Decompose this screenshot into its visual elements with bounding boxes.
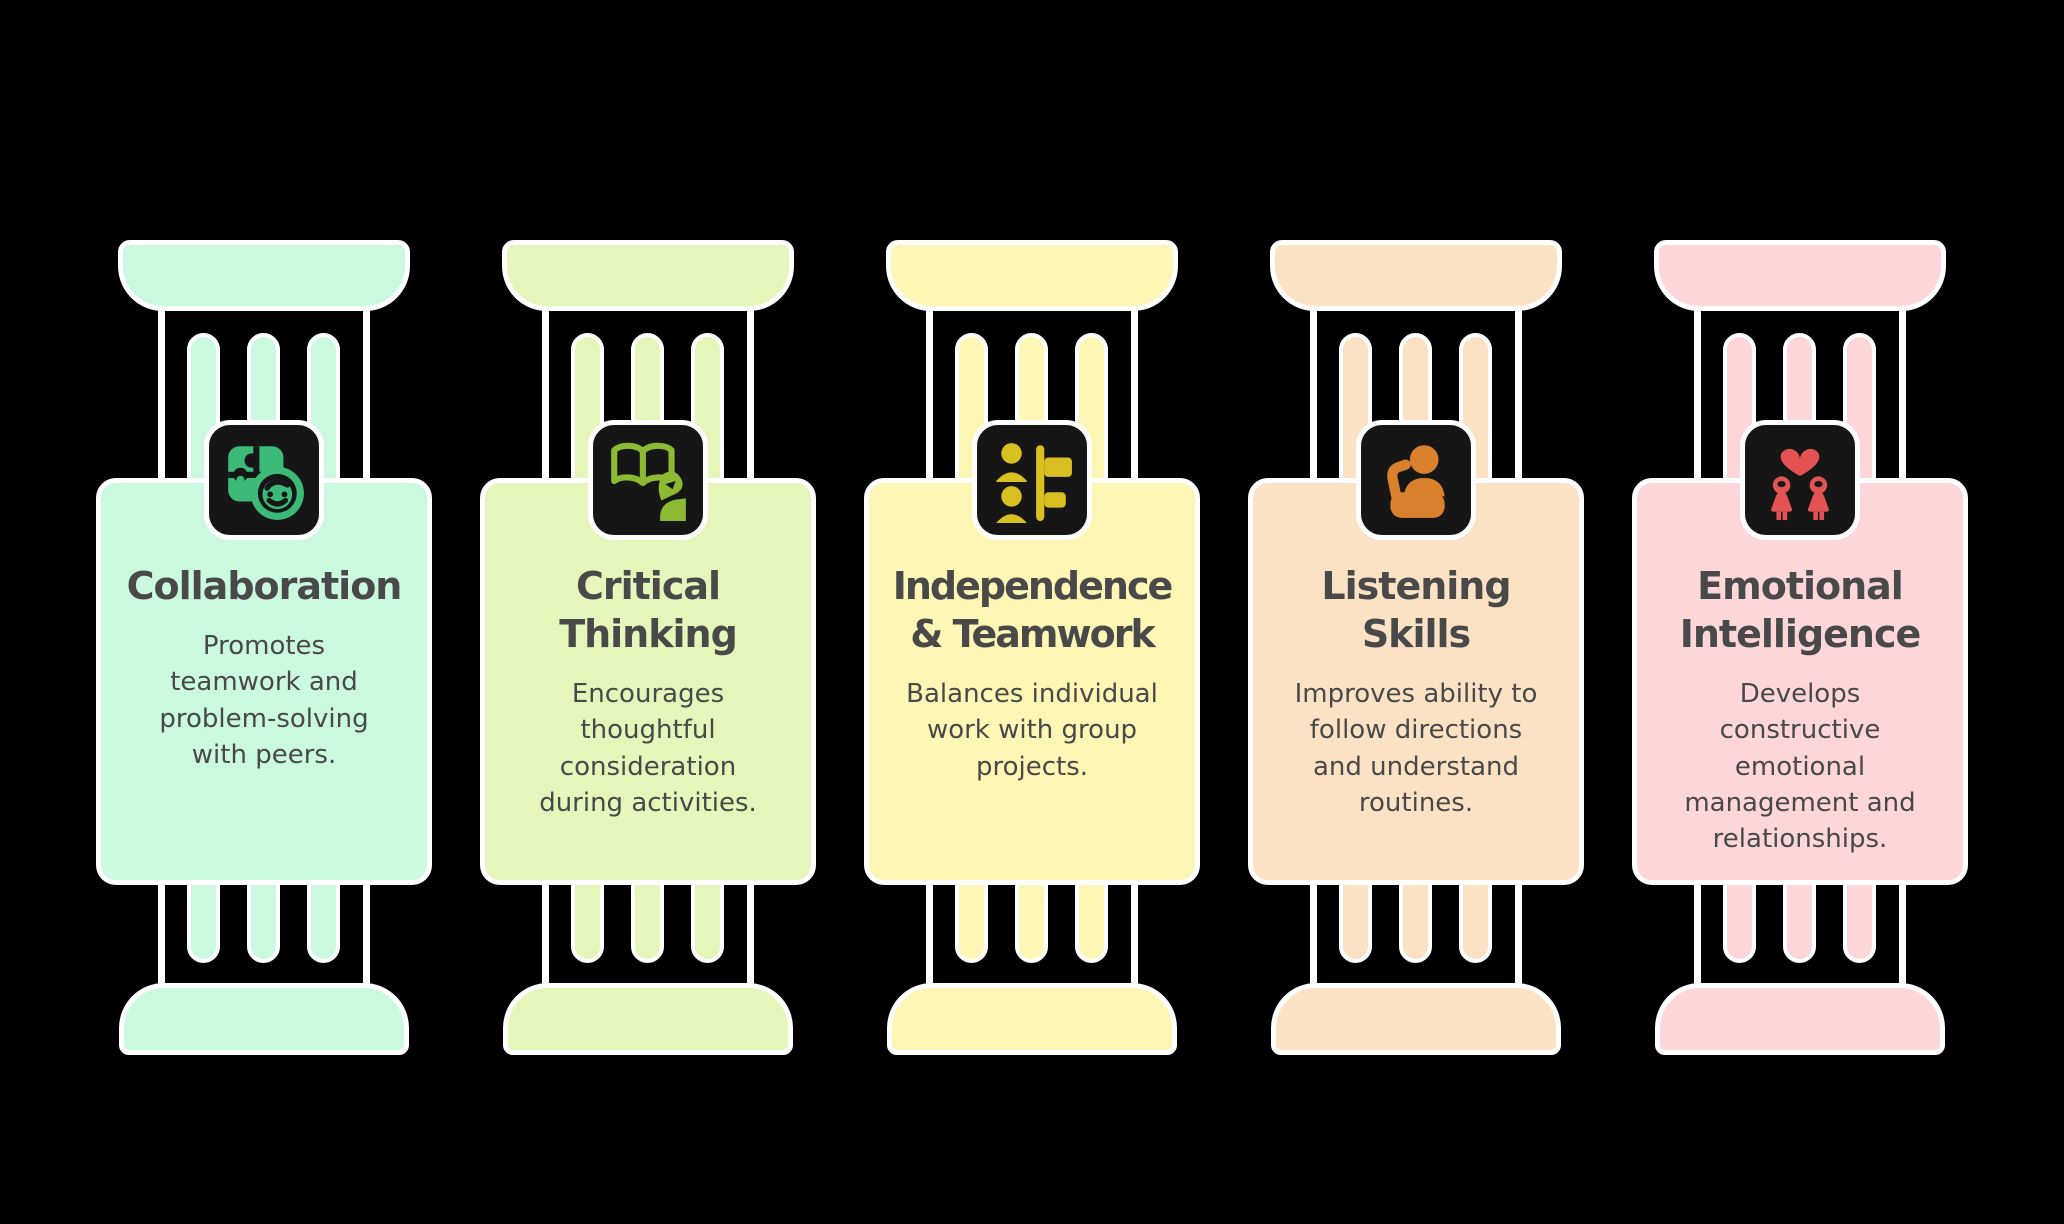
column-line xyxy=(1310,880,1317,988)
pillar-title: Listening Skills xyxy=(1321,564,1511,656)
column-flute xyxy=(571,333,604,483)
column-base xyxy=(1655,983,1945,1055)
column-base xyxy=(119,983,409,1055)
pillar-listening-skills: Listening Skills Improves ability to fol… xyxy=(1248,0,1584,1224)
column-line xyxy=(1694,303,1701,483)
pillar-description: Develops constructive emotional manageme… xyxy=(1684,678,1916,855)
column-line xyxy=(1310,303,1317,483)
pillar-critical-thinking: Critical Thinking Encourages thoughtful … xyxy=(480,0,816,1224)
column-capital xyxy=(118,240,410,311)
puzzle-smiley-icon xyxy=(228,446,304,520)
column-line xyxy=(926,880,933,988)
column-capital xyxy=(1270,240,1562,311)
column-capital xyxy=(502,240,794,311)
pillar-title: Critical Thinking xyxy=(559,564,738,656)
column-flute xyxy=(1399,876,1432,963)
column-line xyxy=(1515,880,1522,988)
column-flute xyxy=(955,876,988,963)
column-line xyxy=(542,880,549,988)
column-line xyxy=(926,303,933,483)
column-flute xyxy=(187,876,220,963)
icon-tile xyxy=(588,420,708,540)
column-flute xyxy=(631,876,664,963)
pillar-independence-teamwork: Independence & Teamwork Balances individ… xyxy=(864,0,1200,1224)
column-line xyxy=(542,303,549,483)
column-line xyxy=(1131,880,1138,988)
pillar-description: Promotes teamwork and problem-solving wi… xyxy=(159,630,369,771)
column-base xyxy=(1271,983,1561,1055)
column-flute xyxy=(1843,876,1876,963)
column-flute xyxy=(1015,876,1048,963)
icon-tile xyxy=(1740,420,1860,540)
column-line xyxy=(1899,303,1906,483)
column-flute xyxy=(571,876,604,963)
info-card: Emotional Intelligence Develops construc… xyxy=(1632,478,1968,885)
icon-tile xyxy=(972,420,1092,540)
column-capital xyxy=(1654,240,1946,311)
pillar-emotional-intelligence: Emotional Intelligence Develops construc… xyxy=(1632,0,1968,1224)
info-card: Listening Skills Improves ability to fol… xyxy=(1248,478,1584,885)
pillar-description: Balances individual work with group proj… xyxy=(906,678,1158,782)
column-line xyxy=(1899,880,1906,988)
info-card: Independence & Teamwork Balances individ… xyxy=(864,478,1200,885)
column-line xyxy=(158,303,165,483)
column-flute xyxy=(1075,876,1108,963)
column-flute xyxy=(1723,876,1756,963)
column-line xyxy=(158,880,165,988)
pillar-title: Emotional Intelligence xyxy=(1679,564,1922,656)
column-flute xyxy=(1783,876,1816,963)
column-flute xyxy=(307,876,340,963)
person-raising-hand-icon xyxy=(1387,445,1445,518)
icon-tile xyxy=(204,420,324,540)
column-base xyxy=(887,983,1177,1055)
column-flute xyxy=(1459,876,1492,963)
pillar-description: Encourages thoughtful consideration duri… xyxy=(539,678,757,818)
column-line xyxy=(1694,880,1701,988)
column-line xyxy=(1515,303,1522,483)
book-reader-icon xyxy=(611,442,686,521)
info-card: Collaboration Promotes teamwork and prob… xyxy=(96,478,432,885)
column-base xyxy=(503,983,793,1055)
column-flute xyxy=(955,333,988,483)
pillar-description: Improves ability to follow directions an… xyxy=(1294,678,1538,818)
column-line xyxy=(363,303,370,483)
column-line xyxy=(1131,303,1138,483)
column-flute xyxy=(187,333,220,483)
heart-people-icon xyxy=(1771,448,1829,520)
column-line xyxy=(747,303,754,483)
pillar-collaboration: Collaboration Promotes teamwork and prob… xyxy=(96,0,432,1224)
column-flute xyxy=(247,876,280,963)
info-card: Critical Thinking Encourages thoughtful … xyxy=(480,478,816,885)
column-flute xyxy=(691,876,724,963)
pillar-title: Independence & Teamwork xyxy=(892,564,1174,656)
column-capital xyxy=(886,240,1178,311)
column-line xyxy=(363,880,370,988)
pillar-title: Collaboration xyxy=(126,564,403,608)
column-line xyxy=(747,880,754,988)
column-flute xyxy=(1339,876,1372,963)
people-signpost-icon xyxy=(996,443,1072,523)
icon-tile xyxy=(1356,420,1476,540)
